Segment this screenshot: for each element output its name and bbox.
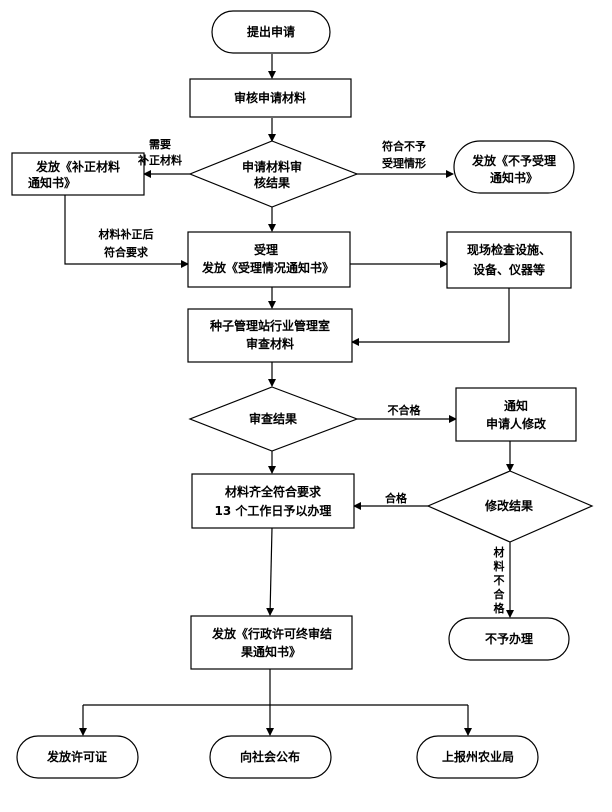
edge-label-material-fail-4: 合 xyxy=(494,587,506,601)
node-reject-label-line2: 通知书》 xyxy=(490,170,538,185)
node-modify-result-label: 修改结果 xyxy=(484,498,533,513)
node-decision1-label-line1: 申请材料审 xyxy=(242,159,302,174)
node-decision1-diamond xyxy=(188,140,359,208)
node-site-check-label-line1: 现场检查设施、 xyxy=(467,242,551,257)
node-notify-box xyxy=(455,387,577,442)
node-issue-result-box xyxy=(190,615,353,670)
node-issue-result-label-line2: 果通知书》 xyxy=(240,644,301,659)
node-publish-terminal xyxy=(209,735,332,779)
node-review-box xyxy=(189,78,352,118)
edge-label-material-fail-5: 格 xyxy=(494,601,506,615)
edge-label-material-fail-2: 料 xyxy=(494,559,505,573)
edge-label-meet-reject-line2: 受理情形 xyxy=(382,156,426,170)
node-review-label: 审核申请材料 xyxy=(234,90,306,105)
edge-label-need-supplement-line2: 补正材料 xyxy=(137,153,182,167)
node-site-check-box xyxy=(446,231,572,289)
node-reject-terminal xyxy=(453,140,575,194)
edge-label-qualified: 合格 xyxy=(385,491,408,505)
edge-label-after-supplement-line2: 符合要求 xyxy=(104,245,149,259)
edge-label-material-fail-1: 材 xyxy=(494,545,505,559)
edge-label-after-supplement-line1: 材料补正后 xyxy=(99,227,154,241)
node-station-review-label-line2: 审查材料 xyxy=(246,336,294,351)
node-pass-process-label-line1: 材料齐全符合要求 xyxy=(224,484,322,499)
node-issue-license-terminal xyxy=(16,735,139,779)
edge-label-fail: 不合格 xyxy=(388,403,422,417)
node-supplement-label-line2: 通知书》 xyxy=(28,175,76,190)
node-not-process-terminal xyxy=(448,617,570,661)
node-report-terminal xyxy=(416,735,539,779)
edge-supplement-accept xyxy=(64,195,189,268)
node-pass-process-box xyxy=(191,473,355,529)
node-reject-label-line1: 发放《不予受理 xyxy=(471,153,556,168)
node-report-label: 上报州农业局 xyxy=(442,749,514,764)
edge-label-material-fail-3: 不 xyxy=(494,574,505,587)
node-decision2-label: 审查结果 xyxy=(249,411,297,426)
node-notify-label-line1: 通知 xyxy=(504,398,528,413)
edge-site-station xyxy=(351,288,510,346)
node-issue-license-label: 发放许可证 xyxy=(46,749,107,764)
node-supplement-label-line1: 发放《补正材料 xyxy=(35,159,120,174)
edge-label-meet-reject-line1: 符合不予 xyxy=(382,139,426,153)
node-station-review-label-line1: 种子管理站行业管理室 xyxy=(209,318,330,333)
node-issue-result-label-line1: 发放《行政许可终审结 xyxy=(211,626,332,641)
node-apply-terminal xyxy=(211,10,331,54)
node-accept-label-line2: 发放《受理情况通知书》 xyxy=(201,260,334,275)
node-accept-label-line1: 受理 xyxy=(254,242,278,257)
node-apply-label: 提出申请 xyxy=(247,24,295,39)
node-supplement-box xyxy=(11,152,145,196)
node-notify-label-line2: 申请人修改 xyxy=(486,416,547,431)
node-site-check-label-line2: 设备、仪器等 xyxy=(473,262,545,277)
node-decision1-label-line2: 核结果 xyxy=(254,175,290,190)
edge-label-need-supplement-line1: 需要 xyxy=(149,138,171,151)
node-decision2-diamond xyxy=(188,386,359,452)
node-station-review-box xyxy=(187,308,353,363)
node-publish-label: 向社会公布 xyxy=(240,749,300,764)
node-modify-result-diamond xyxy=(426,470,594,543)
node-accept-box xyxy=(187,231,351,288)
node-not-process-label: 不予办理 xyxy=(485,631,533,646)
node-pass-process-label-line2: 13 个工作日予以办理 xyxy=(215,503,332,518)
edge-pass-issue xyxy=(266,527,275,616)
